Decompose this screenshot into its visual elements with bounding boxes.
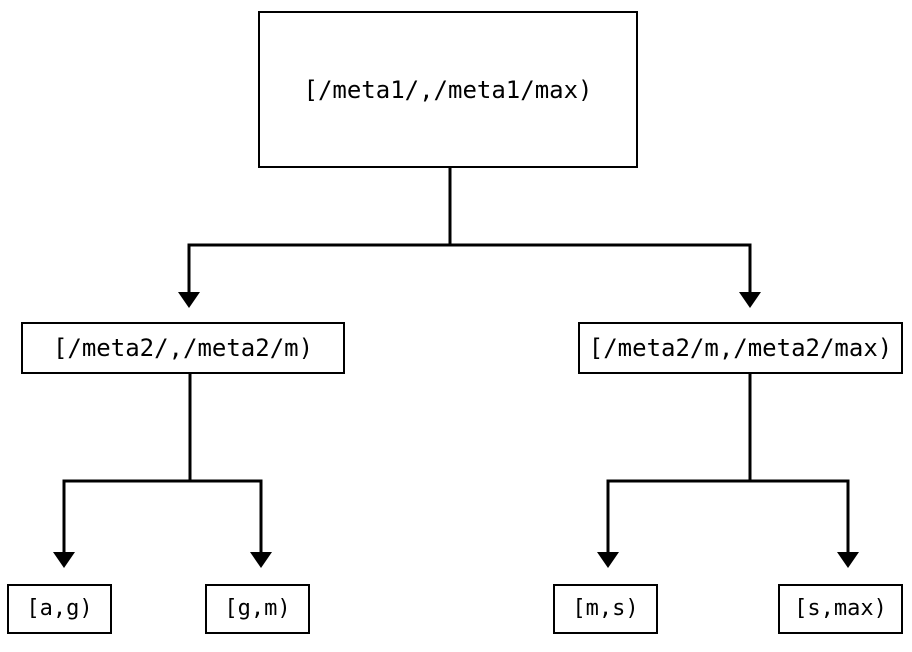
- tree-node-root-label: [/meta1/,/meta1/max): [303, 75, 593, 104]
- tree-node-leaf-ag-label: [a,g): [26, 596, 93, 621]
- tree-node-meta2-low[interactable]: [/meta2/,/meta2/m): [21, 322, 345, 374]
- tree-node-leaf-ag[interactable]: [a,g): [7, 584, 112, 634]
- edge-meta2high-to-leaf-smax: [748, 374, 850, 552]
- arrowhead-to-leaf-ag: [53, 552, 75, 568]
- tree-node-meta2-low-label: [/meta2/,/meta2/m): [52, 334, 314, 362]
- edge-meta2low-to-leaf-gm: [188, 374, 263, 552]
- edge-root-to-meta2-high: [448, 168, 752, 292]
- tree-node-leaf-smax[interactable]: [s,max): [778, 584, 903, 634]
- edge-root-to-meta2-low: [187, 168, 452, 292]
- tree-node-leaf-smax-label: [s,max): [794, 596, 887, 621]
- edge-meta2low-to-leaf-ag: [62, 374, 192, 552]
- tree-node-meta2-high-label: [/meta2/m,/meta2/max): [588, 334, 893, 362]
- tree-node-meta2-high[interactable]: [/meta2/m,/meta2/max): [578, 322, 903, 374]
- arrowhead-to-meta2-high: [739, 292, 761, 308]
- arrowhead-to-leaf-ms: [597, 552, 619, 568]
- tree-node-leaf-ms[interactable]: [m,s): [553, 584, 658, 634]
- tree-node-leaf-gm-label: [g,m): [224, 596, 291, 621]
- tree-node-leaf-gm[interactable]: [g,m): [205, 584, 310, 634]
- arrowhead-to-meta2-low: [178, 292, 200, 308]
- edge-meta2high-to-leaf-ms: [606, 374, 752, 552]
- tree-node-root[interactable]: [/meta1/,/meta1/max): [258, 11, 638, 168]
- arrowhead-to-leaf-smax: [837, 552, 859, 568]
- arrowhead-to-leaf-gm: [250, 552, 272, 568]
- tree-node-leaf-ms-label: [m,s): [572, 596, 639, 621]
